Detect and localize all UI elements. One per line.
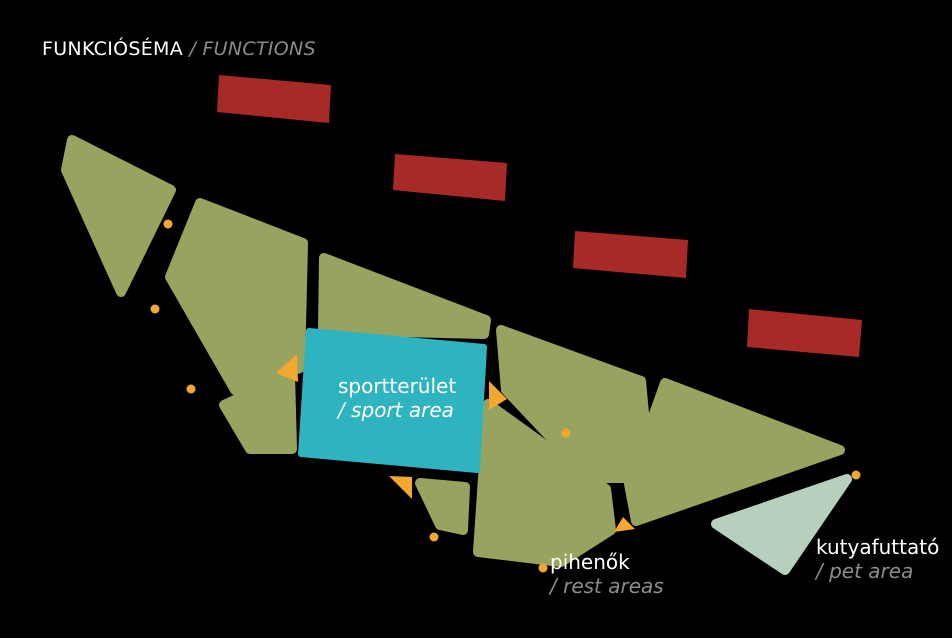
green-area-6 [473,399,616,567]
building-3 [573,231,688,278]
building-4 [747,309,862,357]
green-area-4 [219,369,297,454]
rest-area-dot-6 [538,563,548,573]
title-sub: FUNCTIONS [202,38,316,60]
rest-area-markers [150,219,861,573]
sport-area-label-hu: sportterület [338,374,457,398]
title-separator: / [189,38,197,60]
rest-areas-label-en: / rest areas [550,574,664,598]
green-area-7 [415,478,470,535]
pet-area-label-en: / pet area [816,559,914,583]
buildings [217,75,862,357]
building-2 [393,154,507,201]
rest-area-dot-2 [150,304,160,314]
pet-area-label-hu: kutyafuttató [816,535,940,559]
sport-area-label: sportterület / sport area [338,374,456,422]
green-areas [61,135,845,567]
building-1 [217,75,331,123]
rest-areas-label: pihenők / rest areas [550,550,664,598]
pet-area [711,474,852,575]
rest-area-triangle-3 [389,476,412,499]
rest-area-dot-4 [561,428,571,438]
pet-area-label: kutyafuttató / pet area [816,535,939,583]
rest-area-triangle-1 [276,354,298,382]
sport-area [298,328,487,473]
diagram-title: FUNKCIÓSÉMA / FUNCTIONS [42,38,316,60]
green-area-8 [624,378,845,526]
rest-area-dot-7 [851,470,861,480]
rest-area-dot-5 [429,532,439,542]
rest-area-triangle-4 [614,517,635,532]
green-area-5 [496,325,655,483]
title-main: FUNKCIÓSÉMA [42,38,184,60]
sport-area-label-en: / sport area [338,398,454,422]
rest-area-dot-3 [186,384,196,394]
rest-area-triangle-2 [489,381,507,410]
green-area-2 [165,198,308,395]
rest-areas-label-hu: pihenők [550,550,630,574]
green-area-1 [61,135,176,297]
green-area-3 [318,253,491,339]
rest-area-dot-1 [163,219,173,229]
